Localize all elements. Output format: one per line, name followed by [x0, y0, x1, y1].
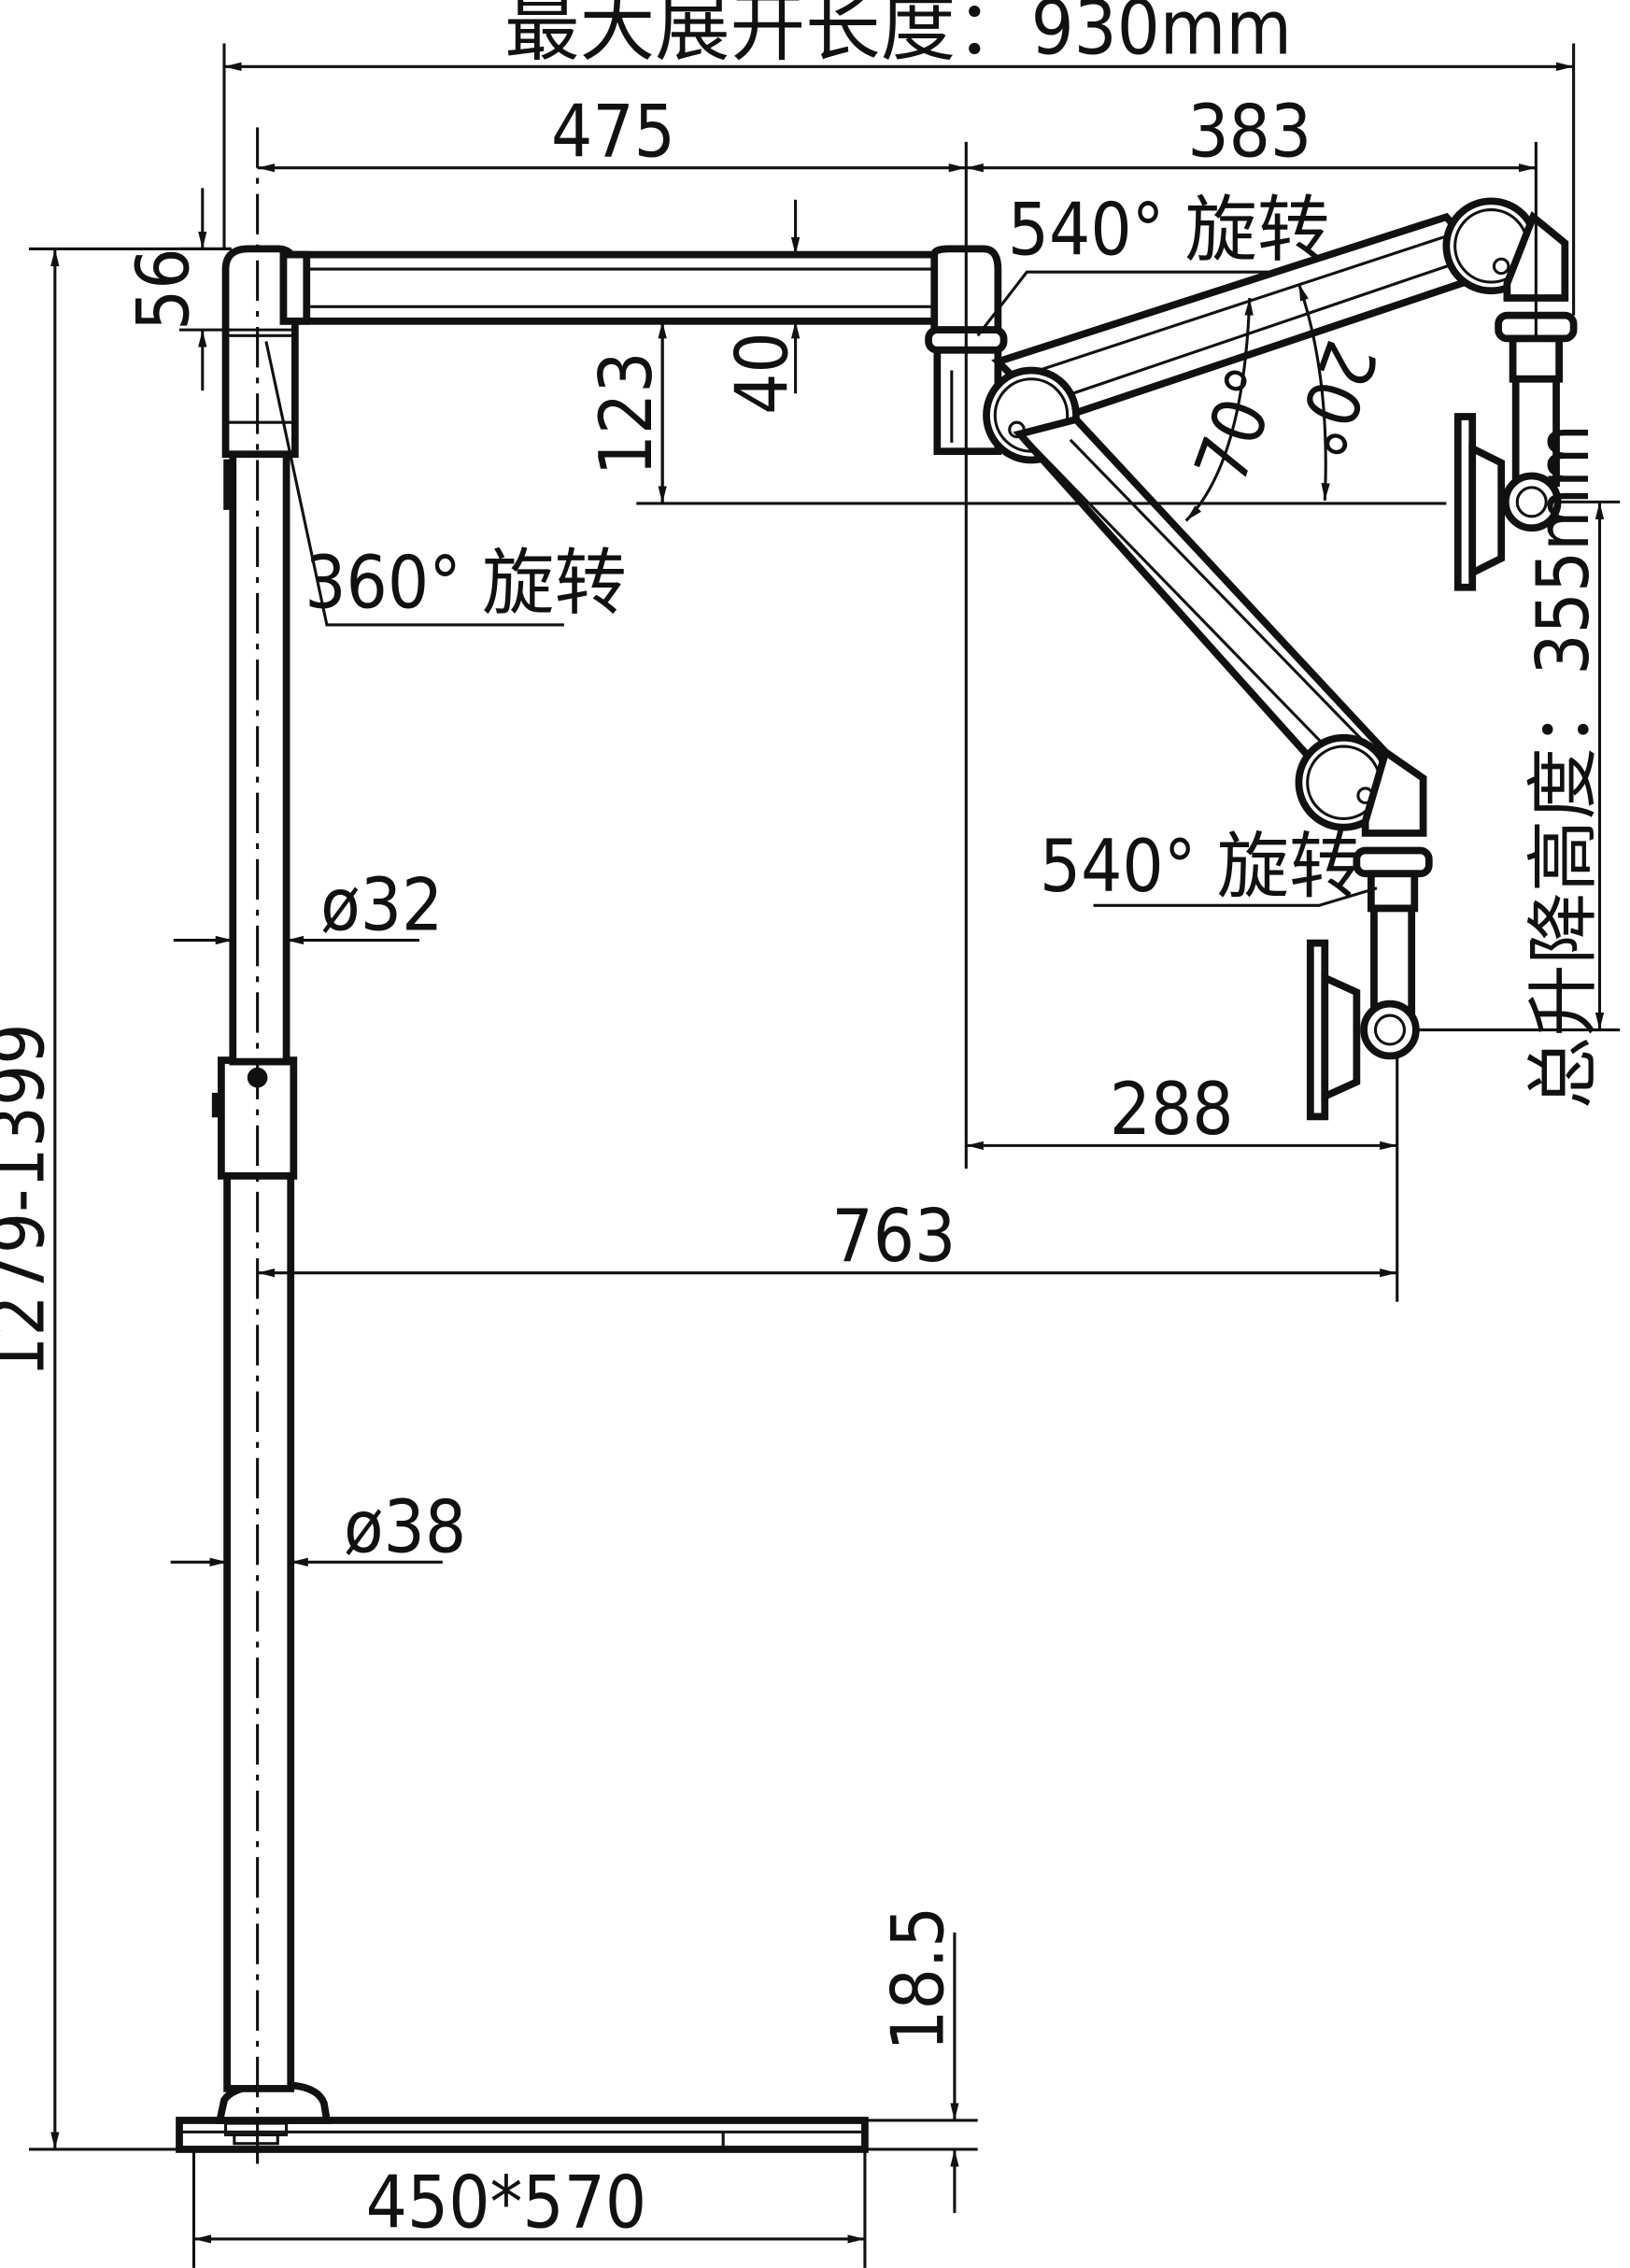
dim-475-383: 475 383 — [257, 90, 1538, 1169]
joint-rotation-lower-label: 540° 旋转 — [1040, 825, 1362, 909]
base-plate — [176, 2081, 869, 2153]
dim-base-size-label: 450*570 — [366, 2162, 647, 2246]
dim-288: 288 — [966, 1056, 1399, 1302]
dim-diameter-38: ø38 — [170, 1485, 466, 1569]
upper-arm — [279, 245, 1008, 456]
forearm-lower-position — [1013, 415, 1433, 1121]
callout-joint-rotation-lower: 540° 旋转 — [1040, 825, 1378, 909]
dim-total-height: 1279-1399 — [0, 247, 232, 2151]
dim-lift-height-label: 总升降高度：355mm — [1522, 424, 1606, 1109]
dim-383-label: 383 — [1187, 90, 1311, 174]
dim-base-thickness: 18.5 — [864, 1907, 978, 2214]
dim-lift-height: 总升降高度：355mm — [1417, 424, 1621, 1109]
dim-base-thickness-label: 18.5 — [877, 1907, 961, 2051]
dim-763: 763 — [257, 1195, 1397, 1279]
dim-diameter-38-label: ø38 — [344, 1485, 466, 1569]
support-pole — [211, 127, 299, 2170]
dim-56-label: 56 — [121, 248, 206, 331]
pole-rotation-label: 360° 旋转 — [305, 541, 627, 625]
dim-base-size: 450*570 — [191, 2148, 867, 2268]
dim-288-label: 288 — [1110, 1068, 1234, 1152]
dim-475-label: 475 — [551, 90, 675, 174]
callout-joint-rotation-upper: 540° 旋转 — [976, 189, 1330, 337]
dim-40: 40 — [720, 199, 804, 415]
dim-123-label: 123 — [585, 351, 669, 475]
dim-diameter-32: ø32 — [173, 864, 443, 948]
dim-diameter-32-label: ø32 — [320, 864, 443, 948]
dim-56: 56 — [121, 188, 232, 391]
angle-20-label: 20° — [1274, 331, 1393, 468]
dim-total-height-label: 1279-1399 — [0, 1023, 61, 1378]
dim-40-label: 40 — [720, 332, 804, 415]
callout-pole-rotation: 360° 旋转 — [264, 341, 627, 627]
joint-rotation-upper-label: 540° 旋转 — [1008, 189, 1330, 273]
dim-763-label: 763 — [831, 1195, 956, 1279]
max-extension-title: 最大展开长度：930mm — [504, 0, 1292, 71]
dim-123: 123 — [585, 320, 1447, 505]
title-dimension: 最大展开长度：930mm — [222, 0, 1576, 316]
